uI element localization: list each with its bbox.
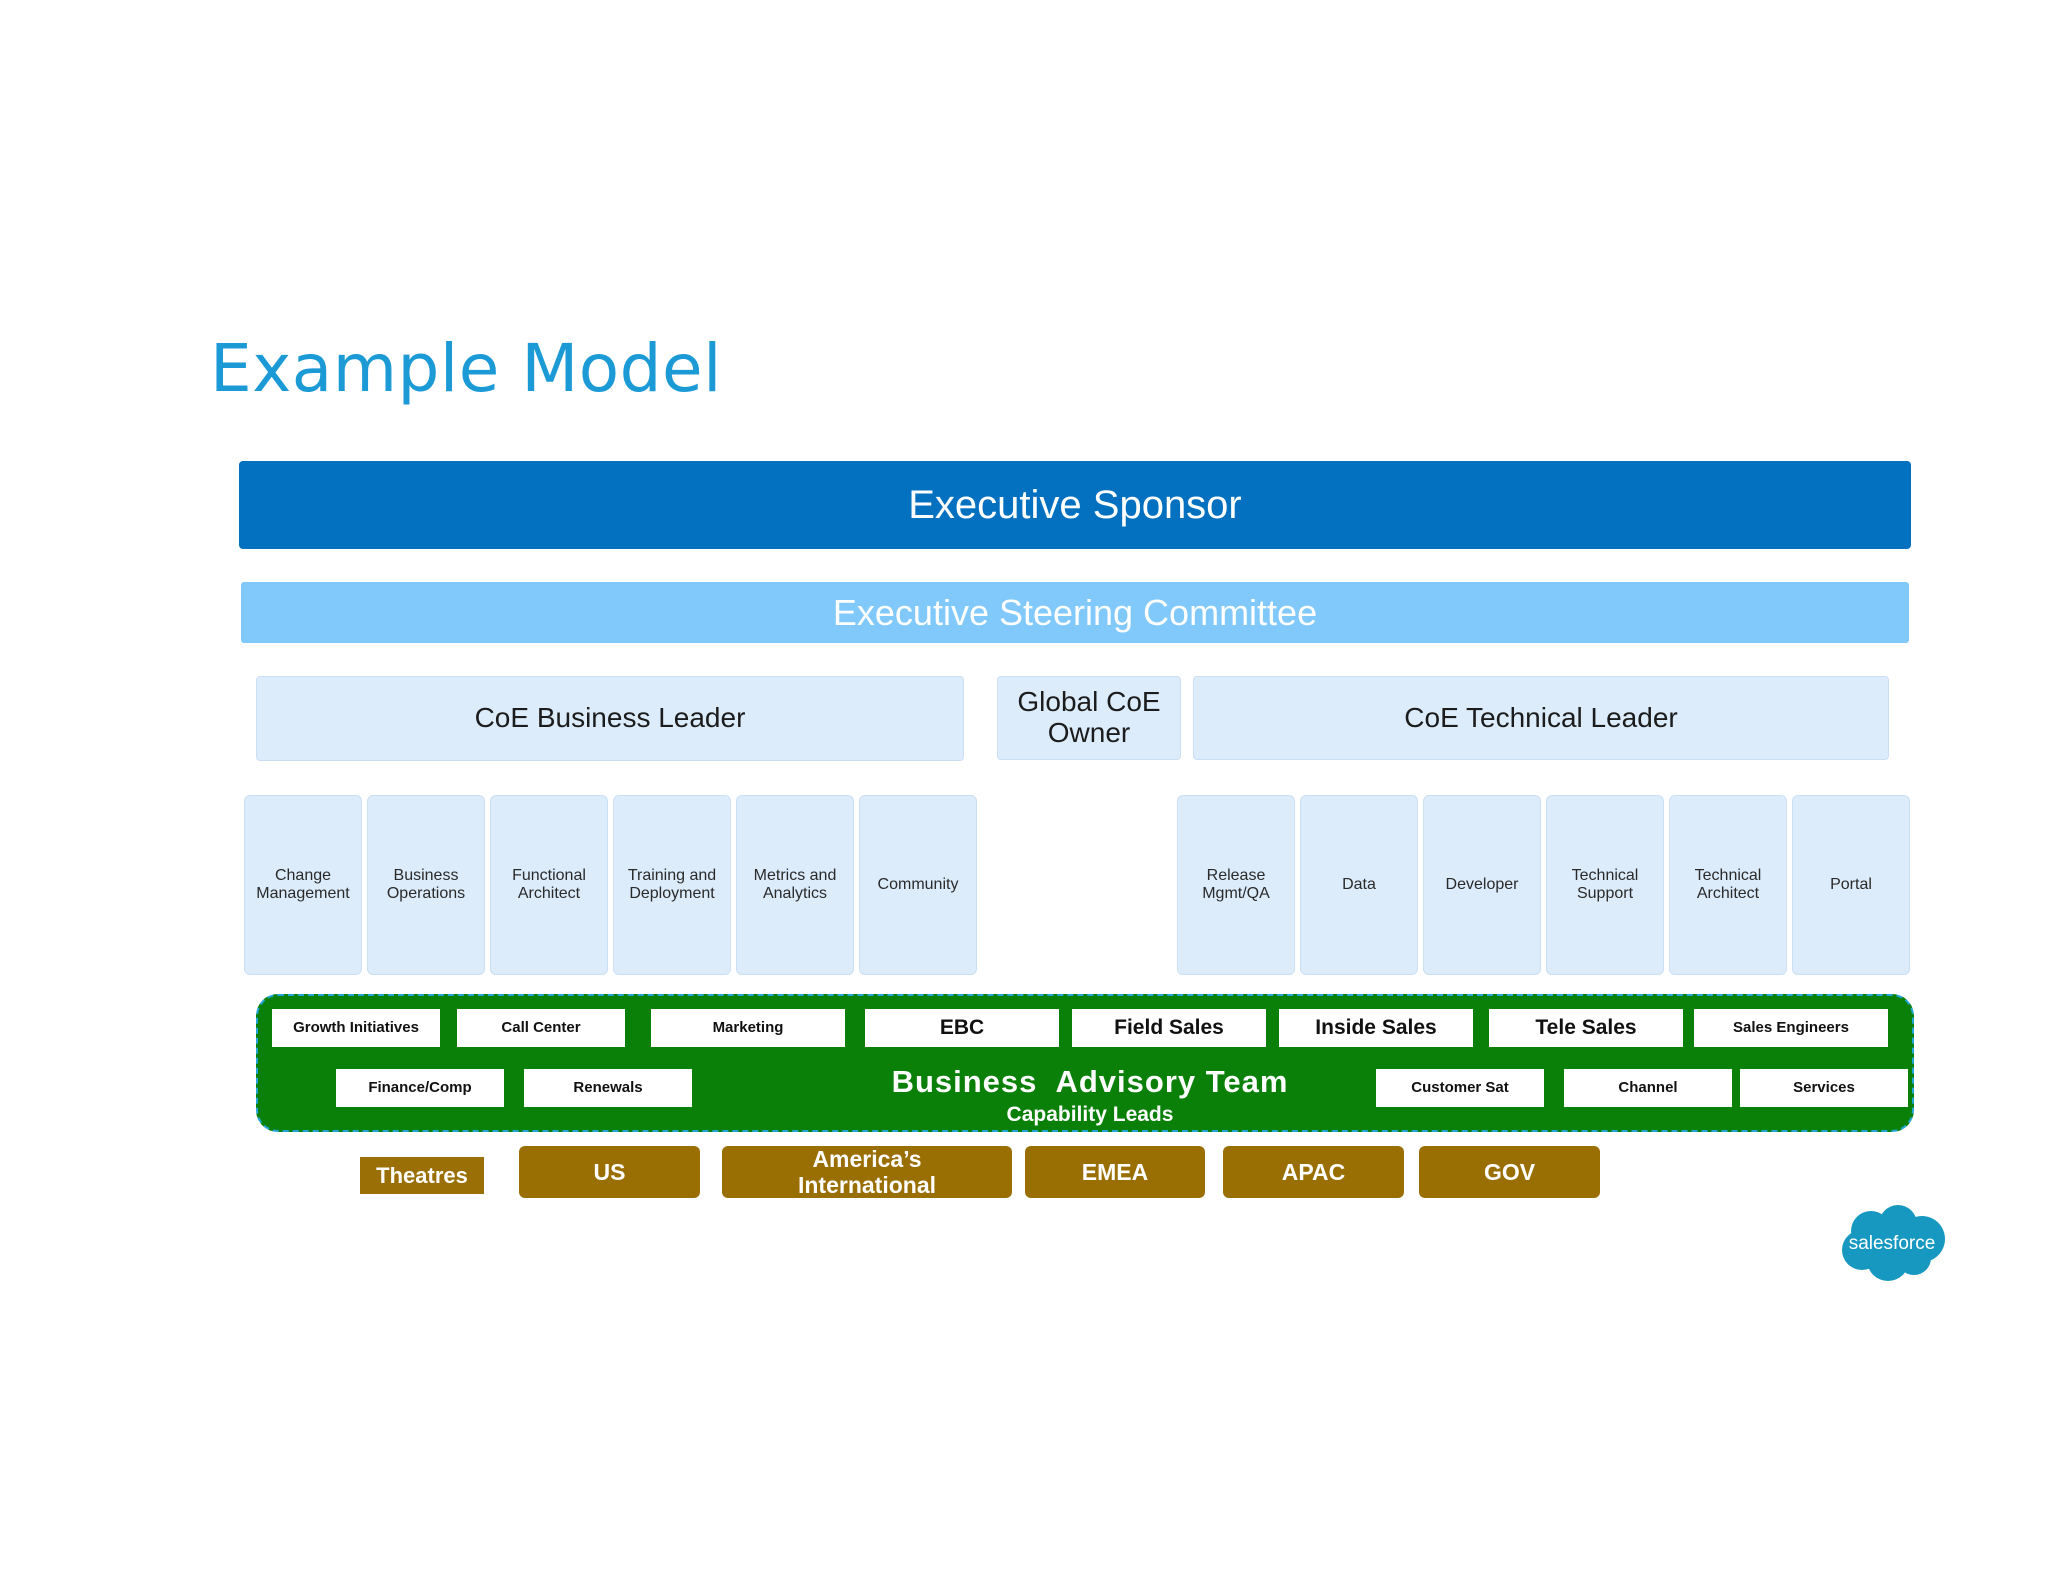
advisory-box-marketing: Marketing [651,1009,845,1047]
capability-box-metrics-analytics: Metrics and Analytics [736,795,854,975]
capability-box-data: Data [1300,795,1418,975]
advisory-box-inside-sales: Inside Sales [1279,1009,1473,1047]
advisory-box-tele-sales: Tele Sales [1489,1009,1683,1047]
capability-box-release-mgmt: Release Mgmt/QA [1177,795,1295,975]
coe-technical-leader-box: CoE Technical Leader [1193,676,1889,760]
capability-box-community: Community [859,795,977,975]
capability-box-change-management: Change Management [244,795,362,975]
advisory-box-call-center: Call Center [457,1009,625,1047]
executive-steering-committee-box: Executive Steering Committee [241,582,1909,643]
capability-box-developer: Developer [1423,795,1541,975]
advisory-box-customer-sat: Customer Sat [1376,1069,1544,1107]
coe-business-leader-box: CoE Business Leader [256,676,964,761]
salesforce-logo-text: salesforce [1849,1233,1936,1254]
advisory-box-field-sales: Field Sales [1072,1009,1266,1047]
capability-box-functional-architect: Functional Architect [490,795,608,975]
advisory-box-renewals: Renewals [524,1069,692,1107]
theatres-label: Theatres [360,1157,484,1194]
advisory-box-ebc: EBC [865,1009,1059,1047]
advisory-box-finance-comp: Finance/Comp [336,1069,504,1107]
global-coe-owner-box: Global CoE Owner [997,676,1181,760]
theatre-box-emea: EMEA [1025,1146,1205,1198]
theatre-box-gov: GOV [1419,1146,1600,1198]
executive-sponsor-box: Executive Sponsor [239,461,1911,549]
theatre-box-americas-international: America’s International [722,1146,1012,1198]
advisory-box-growth-initiatives: Growth Initiatives [272,1009,440,1047]
capability-box-portal: Portal [1792,795,1910,975]
capability-box-technical-architect: Technical Architect [1669,795,1787,975]
advisory-box-services: Services [1740,1069,1908,1107]
advisory-box-sales-engineers: Sales Engineers [1694,1009,1888,1047]
capability-box-training-deployment: Training and Deployment [613,795,731,975]
business-advisory-team-title: Business Advisory Team [891,1064,1289,1099]
capability-box-business-operations: Business Operations [367,795,485,975]
theatre-box-us: US [519,1146,700,1198]
capability-box-technical-support: Technical Support [1546,795,1664,975]
capability-leads-subtitle: Capability Leads [1006,1103,1174,1126]
page-title: Example Model [210,330,722,407]
salesforce-logo: salesforce [1842,1205,1945,1281]
advisory-box-channel: Channel [1564,1069,1732,1107]
theatre-box-apac: APAC [1223,1146,1404,1198]
